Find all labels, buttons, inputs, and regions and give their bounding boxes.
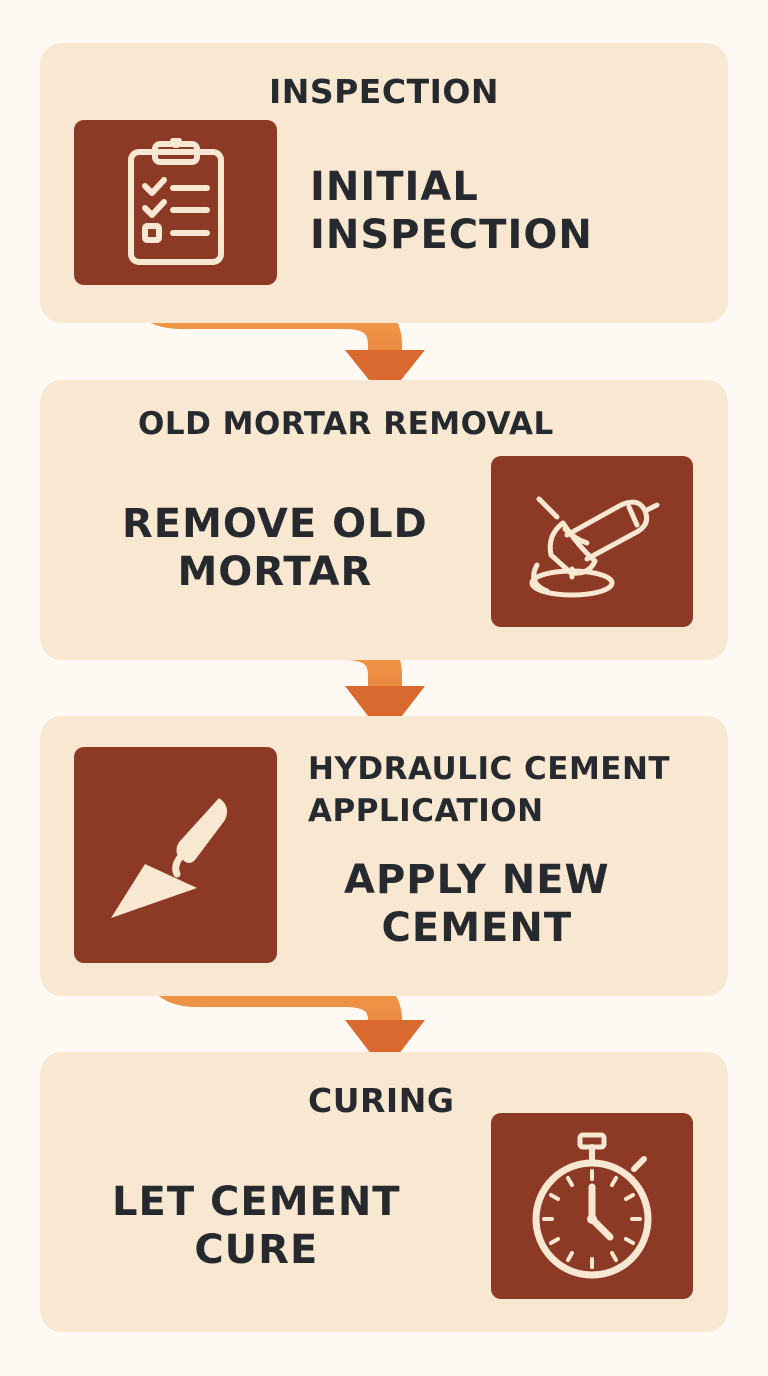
- step-description: LET CEMENT CURE: [112, 1179, 401, 1273]
- trowel-icon: [110, 798, 227, 918]
- icon-tile: [491, 1113, 693, 1299]
- step-title: CURING: [308, 1081, 455, 1120]
- step-title: OLD MORTAR REMOVAL: [138, 406, 554, 442]
- clipboard-checklist-icon: [127, 137, 224, 265]
- step-title: INSPECTION: [268, 72, 500, 111]
- step-panel-inspection: INSPECTION INITIAL INSPECTION: [40, 43, 728, 323]
- step-panel-curing: CURING LET CEMENT CURE: [40, 1052, 728, 1332]
- icon-tile: [491, 456, 693, 627]
- stopwatch-icon: [532, 1132, 652, 1279]
- step-description: REMOVE OLD MORTAR: [122, 501, 428, 595]
- step-description: INITIAL INSPECTION: [310, 164, 593, 258]
- step-description: APPLY NEW CEMENT: [344, 857, 610, 951]
- icon-tile: [74, 120, 277, 285]
- step-title: HYDRAULIC CEMENT APPLICATION: [308, 751, 671, 829]
- step-panel-hydraulic-cement-application: HYDRAULIC CEMENT APPLICATION APPLY NEW C…: [40, 716, 728, 996]
- icon-tile: [74, 747, 277, 963]
- angle-grinder-icon: [529, 496, 660, 597]
- step-panel-old-mortar-removal: OLD MORTAR REMOVAL REMOVE OLD MORTAR: [40, 380, 728, 660]
